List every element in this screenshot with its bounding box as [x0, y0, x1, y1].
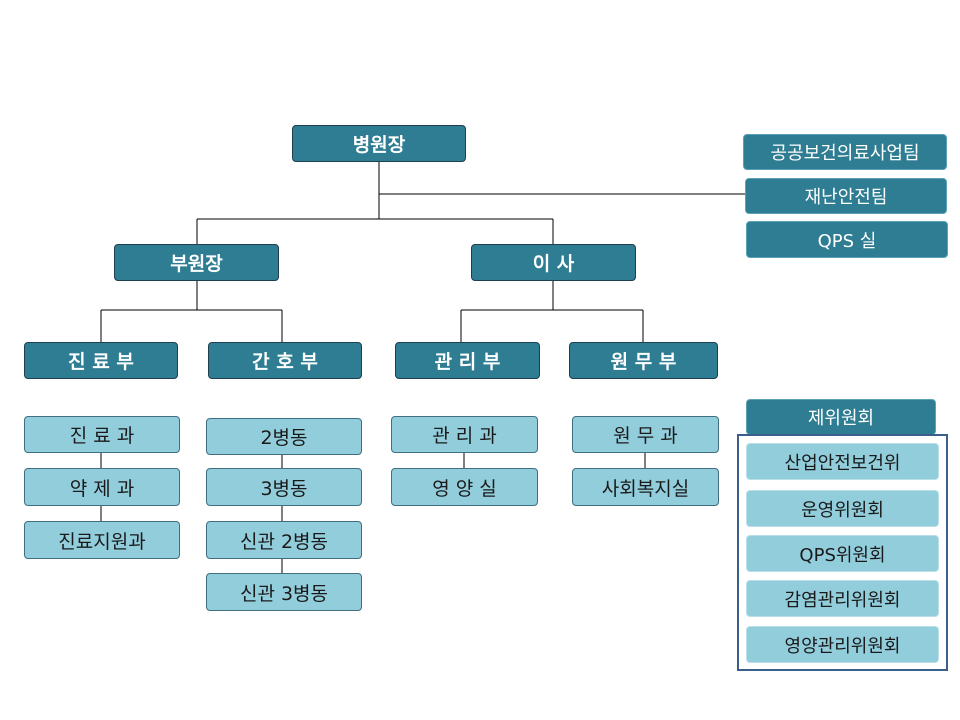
box-public-health-team: 공공보건의료사업팀 — [743, 134, 947, 170]
box-medical-section: 진 료 과 — [24, 416, 180, 453]
box-qps-committee: QPS위원회 — [746, 535, 939, 572]
box-ward-2: 2병동 — [206, 418, 362, 455]
box-director: 이 사 — [471, 244, 636, 281]
box-disaster-safety-team: 재난안전팀 — [745, 178, 947, 214]
box-affairs-department: 원 무 부 — [569, 342, 718, 379]
box-hospital-director: 병원장 — [292, 125, 466, 162]
box-operations-committee: 운영위원회 — [746, 490, 939, 527]
box-admin-department: 관 리 부 — [395, 342, 540, 379]
box-nutrition-section: 영 양 실 — [391, 468, 538, 506]
box-infection-control-committee: 감염관리위원회 — [746, 580, 939, 617]
box-nursing-department: 간 호 부 — [208, 342, 362, 379]
box-committees-header: 제위원회 — [746, 399, 936, 435]
box-nutrition-committee: 영양관리위원회 — [746, 626, 939, 663]
box-vice-director: 부원장 — [114, 244, 279, 281]
box-medical-support-section: 진료지원과 — [24, 521, 180, 559]
box-pharmacy-section: 약 제 과 — [24, 468, 180, 506]
box-medical-department: 진 료 부 — [24, 342, 178, 379]
box-admin-section: 관 리 과 — [391, 416, 538, 453]
box-new-ward-3: 신관 3병동 — [206, 573, 362, 611]
box-industrial-safety-committee: 산업안전보건위 — [746, 443, 939, 480]
box-qps-office: QPS 실 — [746, 221, 948, 258]
committee-group — [737, 434, 948, 671]
box-ward-3: 3병동 — [206, 468, 362, 506]
box-social-welfare-section: 사회복지실 — [572, 468, 719, 506]
box-affairs-section: 원 무 과 — [572, 416, 719, 453]
box-new-ward-2: 신관 2병동 — [206, 521, 362, 559]
